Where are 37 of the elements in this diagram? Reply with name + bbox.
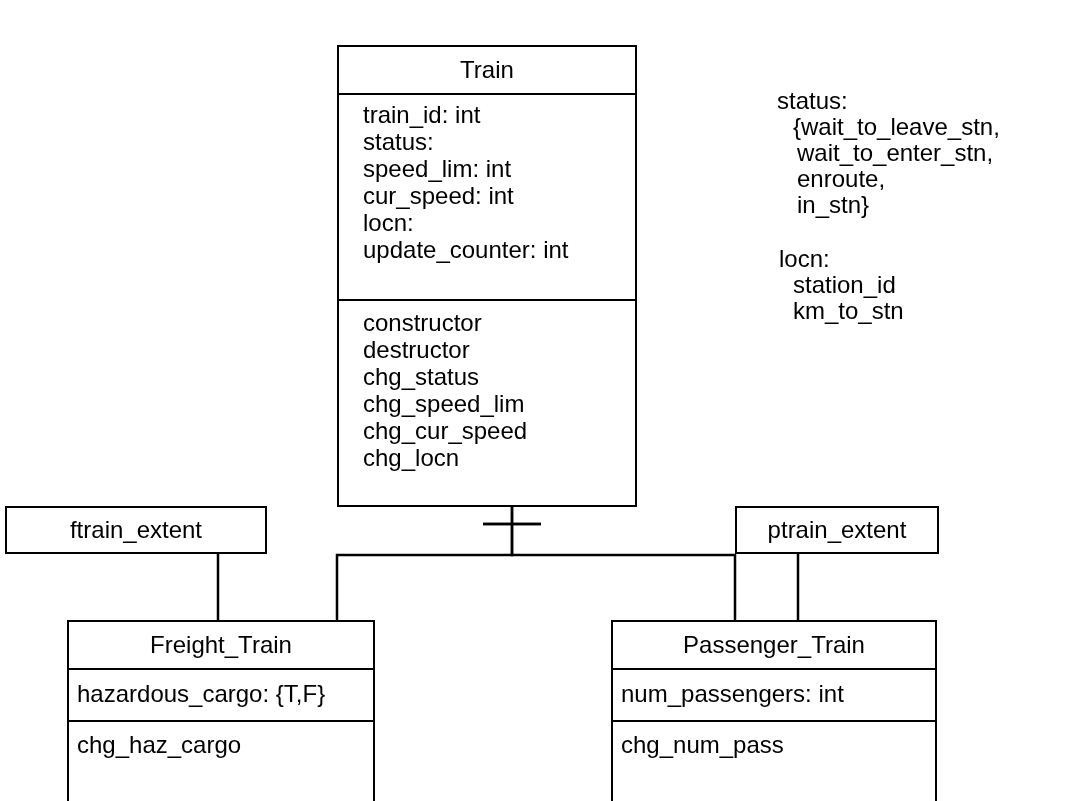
class-box (67, 620, 375, 801)
member-text: chg_speed_lim (363, 390, 525, 417)
inheritance-line (481, 507, 737, 620)
member-text: chg_status (363, 363, 480, 390)
member-text: speed_lim: int (363, 155, 512, 182)
entity-box (5, 506, 267, 554)
member-text: destructor (363, 336, 470, 363)
connector-line (216, 554, 220, 620)
note-text: km_to_stn (793, 298, 904, 324)
entity-box (735, 506, 939, 554)
note-text: wait_to_enter_stn, (797, 140, 994, 166)
member-text: locn: (363, 209, 414, 236)
member-text: update_counter: int (363, 236, 569, 263)
member-text: chg_haz_cargo (77, 730, 242, 760)
note-text: station_id (793, 272, 896, 298)
member-text: cur_speed: int (363, 182, 514, 209)
member-text: chg_cur_speed (363, 417, 528, 444)
class-name: Train (460, 55, 514, 85)
note-text: status: (777, 88, 848, 114)
class-name: Passenger_Train (683, 630, 865, 660)
class-box (337, 45, 637, 507)
note-text: locn: (779, 246, 830, 272)
member-text: hazardous_cargo: {T,F} (77, 679, 326, 709)
connector-line (796, 554, 800, 620)
class-box (611, 620, 937, 801)
class-name: Freight_Train (150, 630, 292, 660)
box-label: ptrain_extent (767, 515, 907, 545)
member-text: constructor (363, 309, 482, 336)
member-text: chg_num_pass (621, 730, 784, 760)
box-label: ftrain_extent (69, 515, 203, 545)
member-text: chg_locn (363, 444, 460, 471)
note-text: in_stn} (797, 192, 870, 218)
note-text: {wait_to_leave_stn, (793, 114, 1000, 140)
member-text: num_passengers: int (621, 679, 844, 709)
note-text: enroute, (797, 166, 886, 192)
member-text: status: (363, 128, 434, 155)
member-text: train_id: int (363, 101, 481, 128)
